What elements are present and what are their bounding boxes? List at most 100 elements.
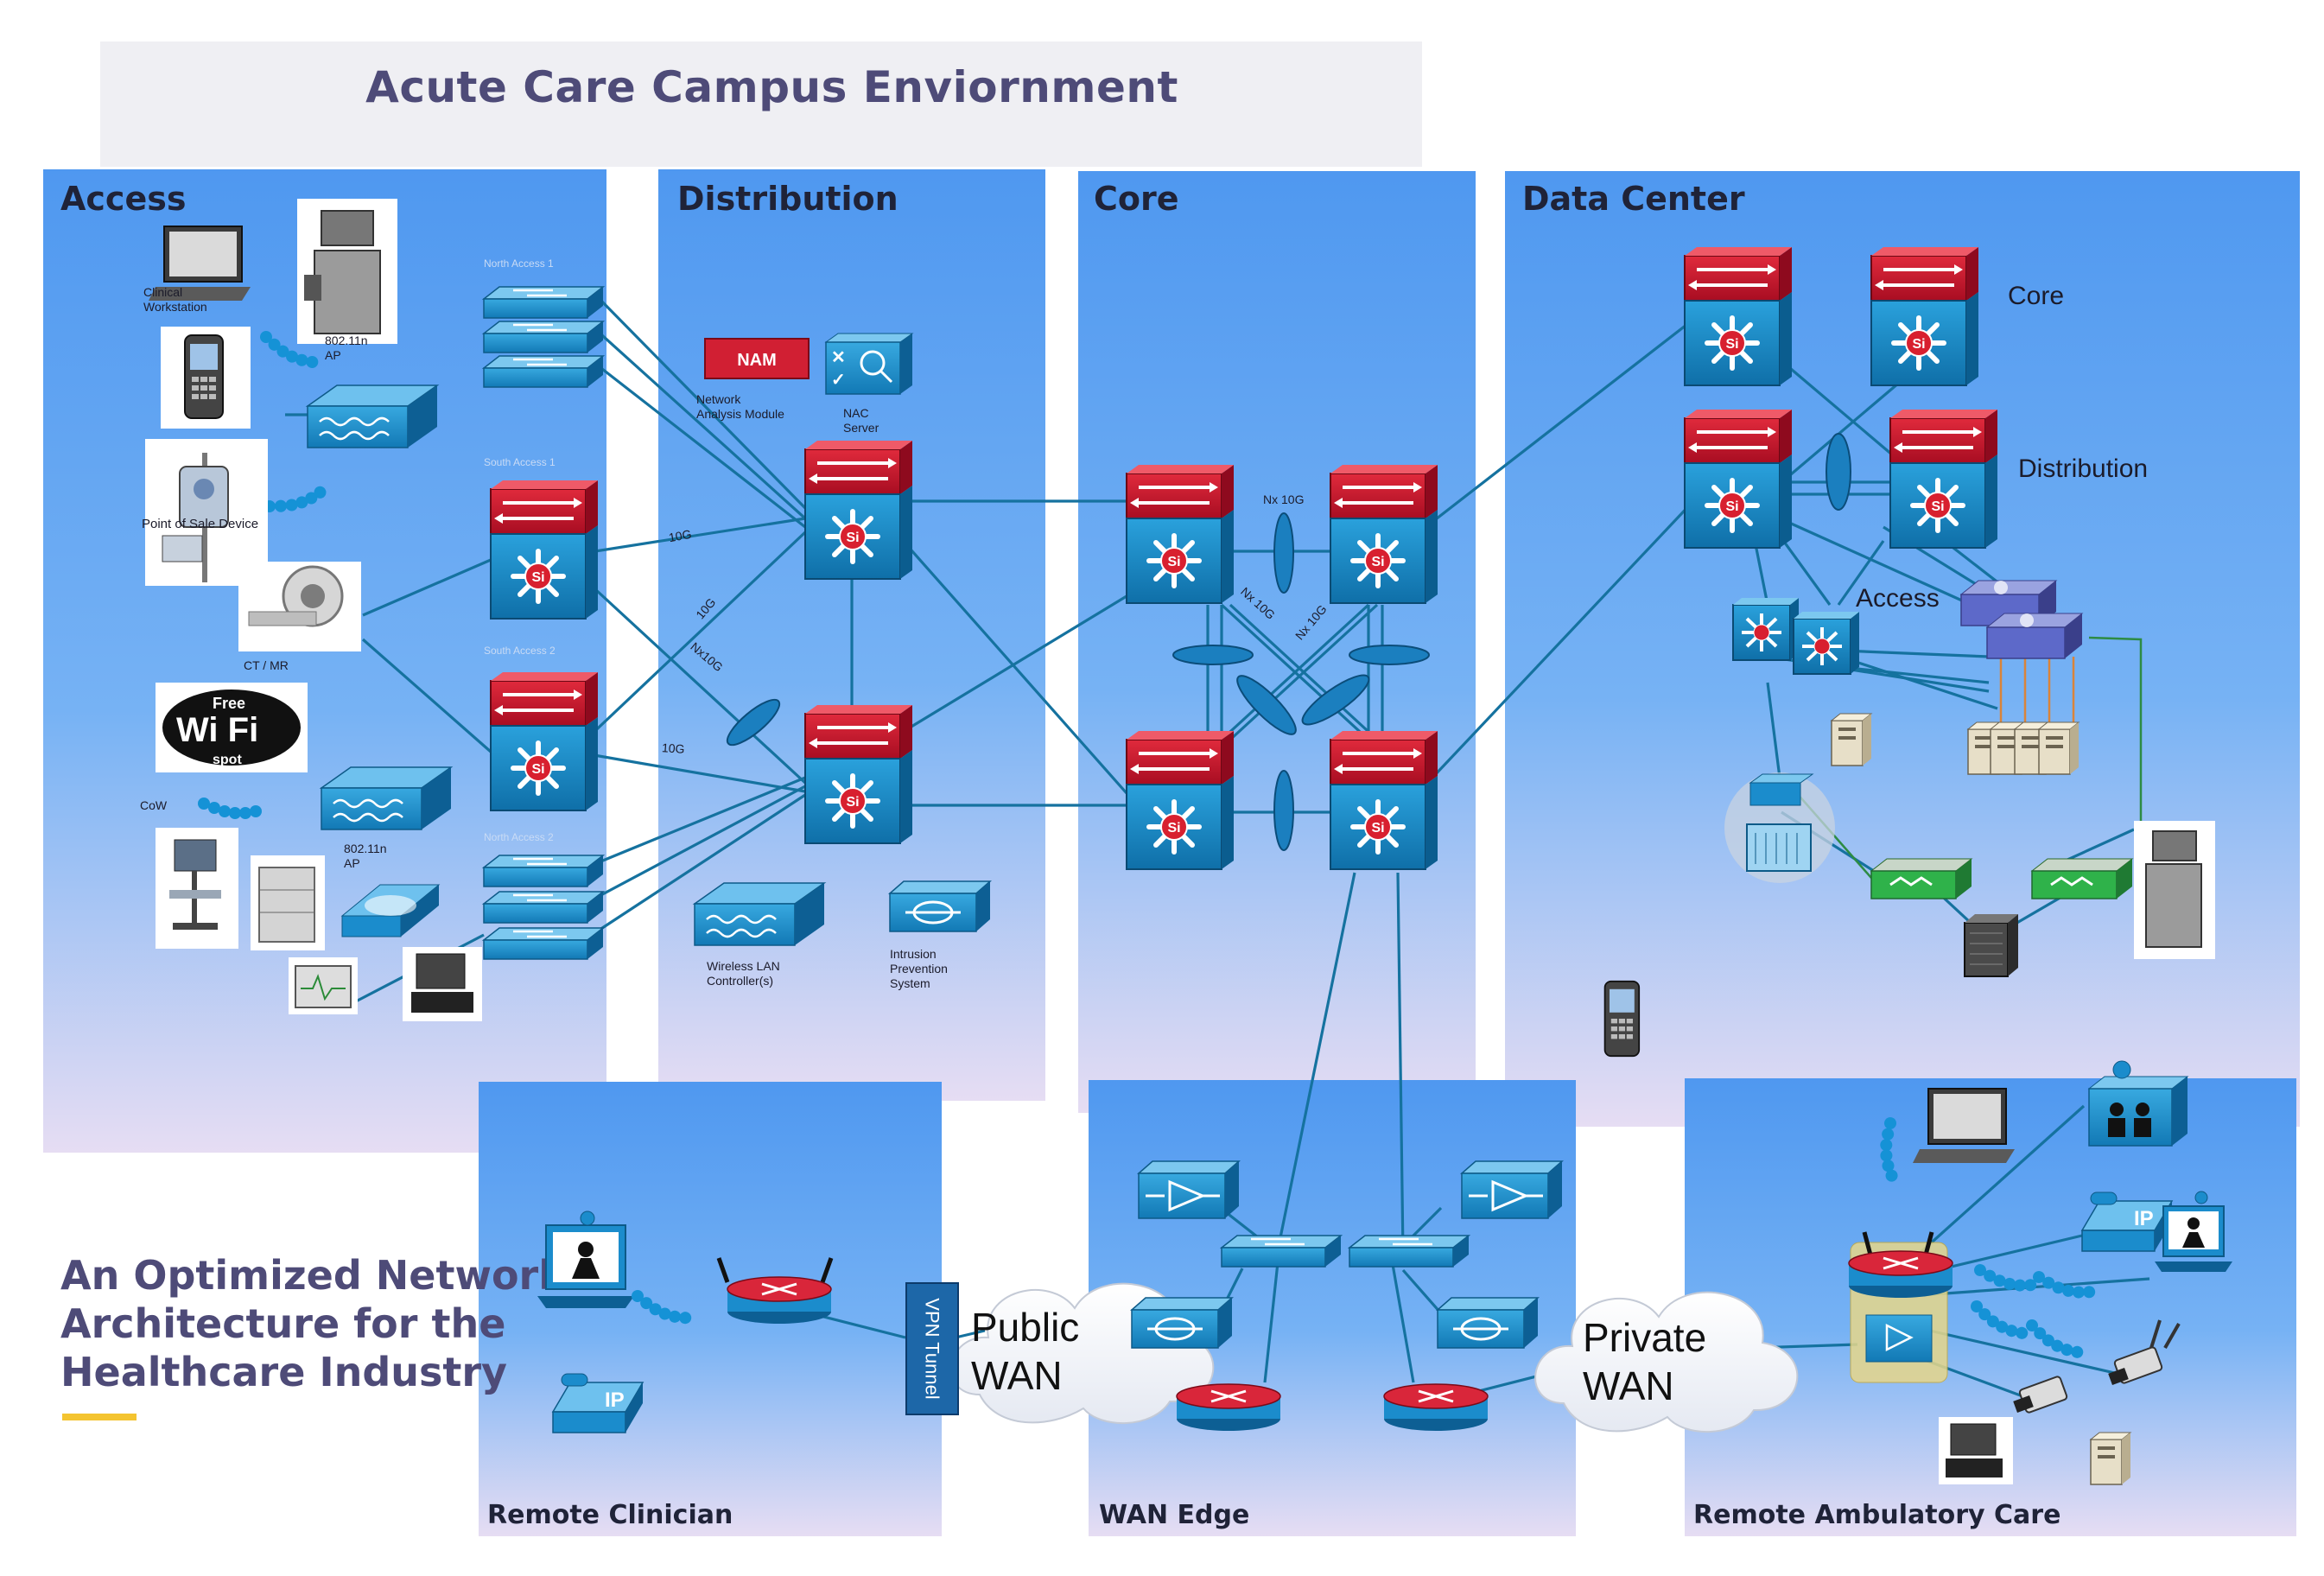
label-line: NAC (843, 406, 869, 420)
access-point-icon[interactable] (320, 766, 453, 831)
ultrasound-icon[interactable] (297, 199, 397, 344)
cow-label: CoW (140, 798, 168, 812)
core-switch-4-icon[interactable] (1330, 731, 1438, 869)
distribution-switch-2-icon[interactable] (805, 705, 912, 843)
patient-monitor-icon[interactable] (289, 957, 358, 1014)
core-switch-2-icon[interactable] (1330, 465, 1438, 603)
wireless-router-icon[interactable] (716, 1257, 834, 1325)
wireless-link-icon (261, 477, 329, 524)
telepresence-icon[interactable] (2087, 1060, 2189, 1147)
nam-module-icon[interactable]: NAM (704, 338, 810, 379)
label-line: Analysis Module (696, 407, 784, 421)
switch-icon[interactable] (482, 890, 605, 925)
switch-icon[interactable] (482, 854, 605, 888)
label-line: Clinical (143, 285, 183, 299)
remote-ambulatory-devices (1603, 980, 2232, 1485)
label-line: Workstation (143, 300, 207, 314)
nac-server-icon[interactable]: ✕ ✓ (824, 333, 914, 395)
laptop-icon[interactable] (1912, 1088, 2016, 1164)
router-icon[interactable] (1175, 1382, 1282, 1433)
private-wan-label: Private WAN (1583, 1313, 1706, 1410)
label-line: Prevention (890, 962, 948, 975)
dc-core-switch-2-icon[interactable] (1871, 247, 1978, 385)
server-icon[interactable] (2038, 721, 2080, 775)
core-switch-3-icon[interactable] (1127, 731, 1234, 869)
multilayer-switch-icon[interactable] (491, 480, 598, 619)
switch-icon[interactable] (1220, 1234, 1343, 1268)
pos-terminal-icon[interactable] (1939, 1417, 2013, 1484)
svg-text:✕: ✕ (831, 348, 846, 367)
link-10g-label: 10G (661, 740, 686, 756)
multilayer-switch-icon[interactable] (491, 672, 598, 810)
access-title: Access (60, 180, 187, 218)
video-endpoint-icon[interactable] (2155, 1191, 2232, 1272)
switch-icon[interactable] (482, 320, 605, 354)
dc-core-label: Core (2008, 282, 2065, 310)
video-endpoint-icon[interactable] (537, 1224, 635, 1309)
router-icon[interactable] (1382, 1382, 1489, 1433)
switch-icon[interactable] (1348, 1234, 1470, 1268)
firewall-icon[interactable] (1436, 1296, 1540, 1350)
public-wan-label: Public WAN (971, 1303, 1079, 1400)
dc-access-switch-icon[interactable] (1732, 598, 1799, 661)
san-switch-icon[interactable] (2030, 858, 2134, 899)
wan-edge-title: WAN Edge (1099, 1500, 1250, 1530)
vpn-tunnel-label: VPN Tunnel (921, 1298, 943, 1400)
wireless-link-icon (627, 1288, 695, 1327)
tagline-line-2: Architecture for the (60, 1300, 506, 1347)
camera-icon[interactable] (2108, 1319, 2181, 1385)
ultrasound-icon[interactable] (2134, 821, 2215, 959)
distribution-switch-1-icon[interactable] (805, 441, 912, 579)
core-switch-1-icon[interactable] (1127, 465, 1234, 603)
nam-label: NAM (737, 351, 777, 370)
firewall-icon[interactable] (1130, 1296, 1234, 1350)
dc-core-switch-1-icon[interactable] (1685, 247, 1792, 385)
wireless-link-icon (1874, 1115, 1907, 1184)
south-access-2-label: South Access 2 (484, 645, 556, 657)
pos-device-label: Point of Sale Device (142, 517, 259, 531)
distribution-title: Distribution (677, 180, 898, 218)
vpn-tunnel[interactable]: VPN Tunnel (905, 1282, 959, 1415)
dc-access-switch-icon[interactable] (1793, 612, 1859, 675)
server-icon[interactable] (2090, 1432, 2131, 1485)
ips-icon[interactable] (888, 880, 992, 933)
label-line: Network (696, 392, 741, 406)
wan-accelerator-icon[interactable] (1137, 1160, 1241, 1220)
dc-distribution-switch-2-icon[interactable] (1890, 410, 1997, 548)
switch-icon[interactable] (482, 926, 605, 961)
dc-fabric-switch-icon[interactable] (1985, 613, 2084, 659)
bottom-ap-label: 802.11n AP (344, 842, 387, 871)
ip-phone-icon[interactable] (2081, 1192, 2173, 1252)
infusion-pump-icon[interactable] (145, 439, 268, 586)
pos-terminal-icon[interactable] (403, 947, 482, 1021)
server-icon[interactable] (1831, 713, 1872, 766)
nam-description-label: Network Analysis Module (696, 392, 784, 422)
label-line: Controller(s) (707, 974, 774, 988)
wan-accelerator-icon[interactable] (1460, 1160, 1564, 1220)
wireless-link-icon (1965, 1298, 2033, 1343)
camera-icon[interactable] (2013, 1376, 2068, 1414)
wireless-lan-controller-icon[interactable] (693, 881, 826, 947)
wifi-hotspot-icon[interactable]: Free Wi Fi spot (156, 683, 308, 772)
ip-phone-icon[interactable] (552, 1373, 644, 1433)
title-band (100, 41, 1422, 167)
san-switch-icon[interactable] (1870, 858, 1973, 899)
cart-icon[interactable] (156, 828, 238, 949)
blade-chassis-icon[interactable] (1724, 772, 1835, 883)
remote-ambulatory-title: Remote Ambulatory Care (1693, 1500, 2061, 1530)
dc-distribution-switch-1-icon[interactable] (1685, 410, 1792, 548)
switch-icon[interactable] (482, 285, 605, 320)
cell-phone-icon[interactable] (1603, 980, 1641, 1058)
label-line: Server (843, 421, 879, 435)
medical-cart-icon[interactable] (251, 855, 325, 950)
cell-phone-icon[interactable] (161, 327, 251, 429)
ct-scanner-icon[interactable] (238, 562, 361, 651)
top-ap-label: 802.11n AP (325, 334, 368, 363)
branch-router-icon[interactable] (1847, 1231, 1954, 1383)
tablet-device-icon[interactable] (340, 884, 441, 937)
storage-array-icon[interactable] (1964, 914, 2018, 977)
access-point-icon[interactable] (306, 384, 439, 449)
switch-icon[interactable] (482, 354, 605, 389)
wifi-mark-text: Wi Fi (176, 711, 258, 749)
